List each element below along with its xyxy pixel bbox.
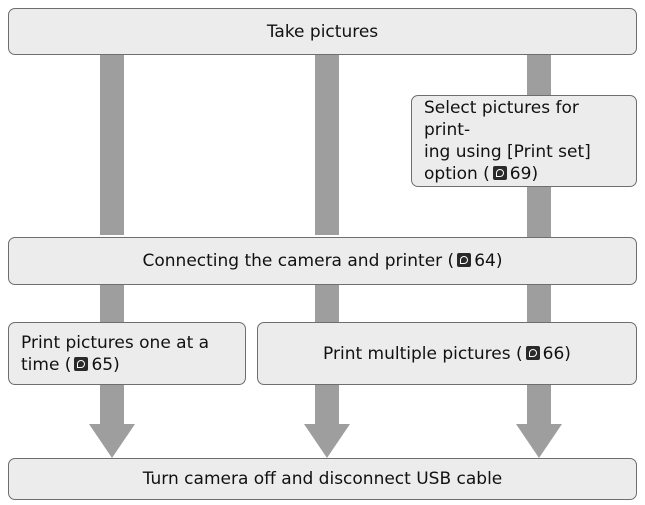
select-pictures-label: Select pictures for print- ing using [Pr… bbox=[424, 98, 591, 184]
page-reference-icon bbox=[525, 345, 540, 360]
print-one-at-a-time-label: Print pictures one at a time (65) bbox=[21, 332, 210, 375]
page-reference-icon bbox=[492, 166, 507, 180]
print-multiple-label: Print multiple pictures (66) bbox=[323, 343, 571, 364]
arrow-bar-right-middle bbox=[527, 187, 551, 237]
arrow-bar-center-top bbox=[315, 55, 339, 235]
connect-camera-box: Connecting the camera and printer (64) bbox=[8, 237, 637, 285]
arrowhead-right bbox=[516, 424, 562, 458]
page-reference-icon bbox=[457, 253, 472, 267]
take-pictures-label: Take pictures bbox=[266, 21, 379, 42]
arrow-bar-left-lower bbox=[100, 385, 124, 428]
connect-camera-label: Connecting the camera and printer (64) bbox=[142, 251, 503, 271]
take-pictures-box: Take pictures bbox=[8, 8, 637, 55]
arrowhead-left bbox=[89, 424, 135, 458]
print-multiple-box: Print multiple pictures (66) bbox=[257, 322, 637, 385]
arrowhead-center bbox=[304, 424, 350, 458]
arrow-bar-left-bottom bbox=[100, 285, 124, 322]
select-pictures-box: Select pictures for print- ing using [Pr… bbox=[411, 95, 637, 187]
page-reference-icon bbox=[74, 356, 89, 371]
arrow-bar-left-top bbox=[100, 55, 124, 235]
turn-off-label: Turn camera off and disconnect USB cable bbox=[142, 469, 503, 489]
print-one-at-a-time-box: Print pictures one at a time (65) bbox=[8, 322, 246, 385]
arrow-bar-right-top bbox=[527, 55, 551, 95]
turn-off-box: Turn camera off and disconnect USB cable bbox=[8, 458, 637, 500]
